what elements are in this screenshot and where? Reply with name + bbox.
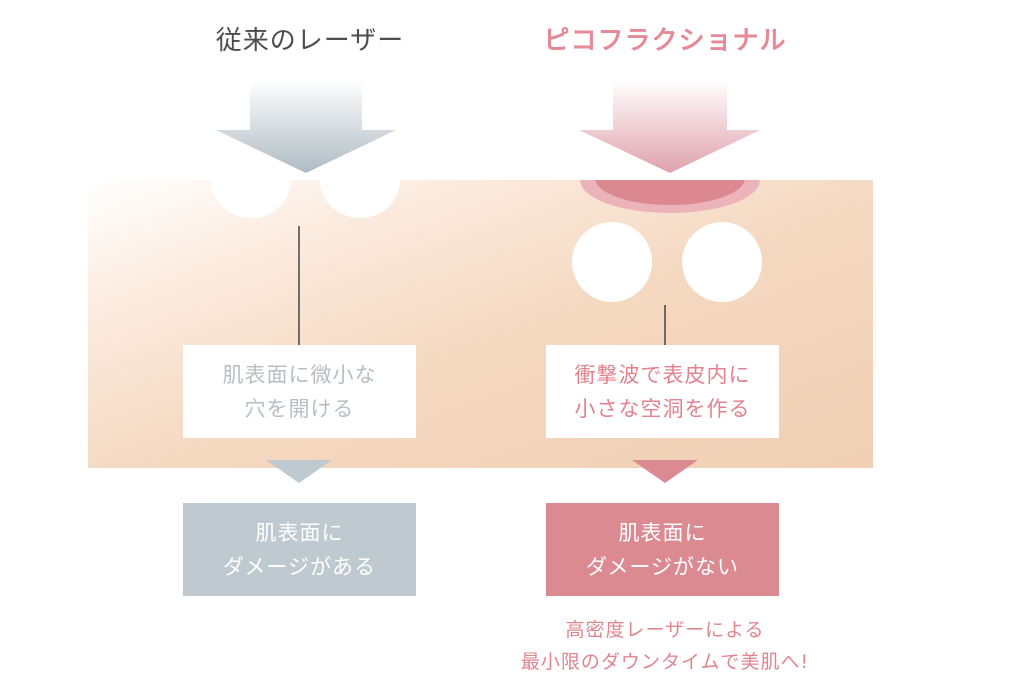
conventional-result-box: 肌表面にダメージがある: [183, 503, 416, 596]
text-line: 高密度レーザーによる: [565, 619, 765, 641]
text-line: 肌表面に: [618, 520, 707, 545]
surface-hole: [211, 180, 291, 218]
conventional-process-box: 肌表面に微小な穴を開ける: [183, 345, 416, 438]
down-triangle-pink: [632, 460, 698, 483]
cavity: [682, 222, 762, 302]
pico-result-box: 肌表面にダメージがない: [546, 503, 779, 596]
text-line: 衝撃波で表皮内に: [574, 362, 751, 387]
pico-note: 高密度レーザーによる 最小限のダウンタイムで美肌へ!: [465, 614, 865, 678]
conventional-laser-title: 従来のレーザー: [215, 26, 405, 56]
surface-hole: [320, 180, 400, 218]
text-line: 穴を開ける: [244, 396, 355, 421]
laser-arrow-pink: [579, 80, 760, 173]
text-line: 小さな空洞を作る: [574, 396, 751, 421]
laser-arrow-gray: [216, 80, 396, 173]
text-line: 肌表面に: [255, 520, 344, 545]
text-line: 最小限のダウンタイムで美肌へ!: [520, 651, 810, 673]
text-line: 肌表面に微小な: [222, 362, 377, 387]
text-line: ダメージがない: [586, 554, 739, 579]
shockwave-inner: [595, 180, 745, 205]
down-triangle-gray: [266, 460, 332, 483]
text-line: ダメージがある: [223, 554, 376, 579]
pico-process-box: 衝撃波で表皮内に小さな空洞を作る: [546, 345, 779, 438]
cavity: [572, 222, 652, 302]
pico-fractional-title: ピコフラクショナル: [543, 26, 787, 56]
